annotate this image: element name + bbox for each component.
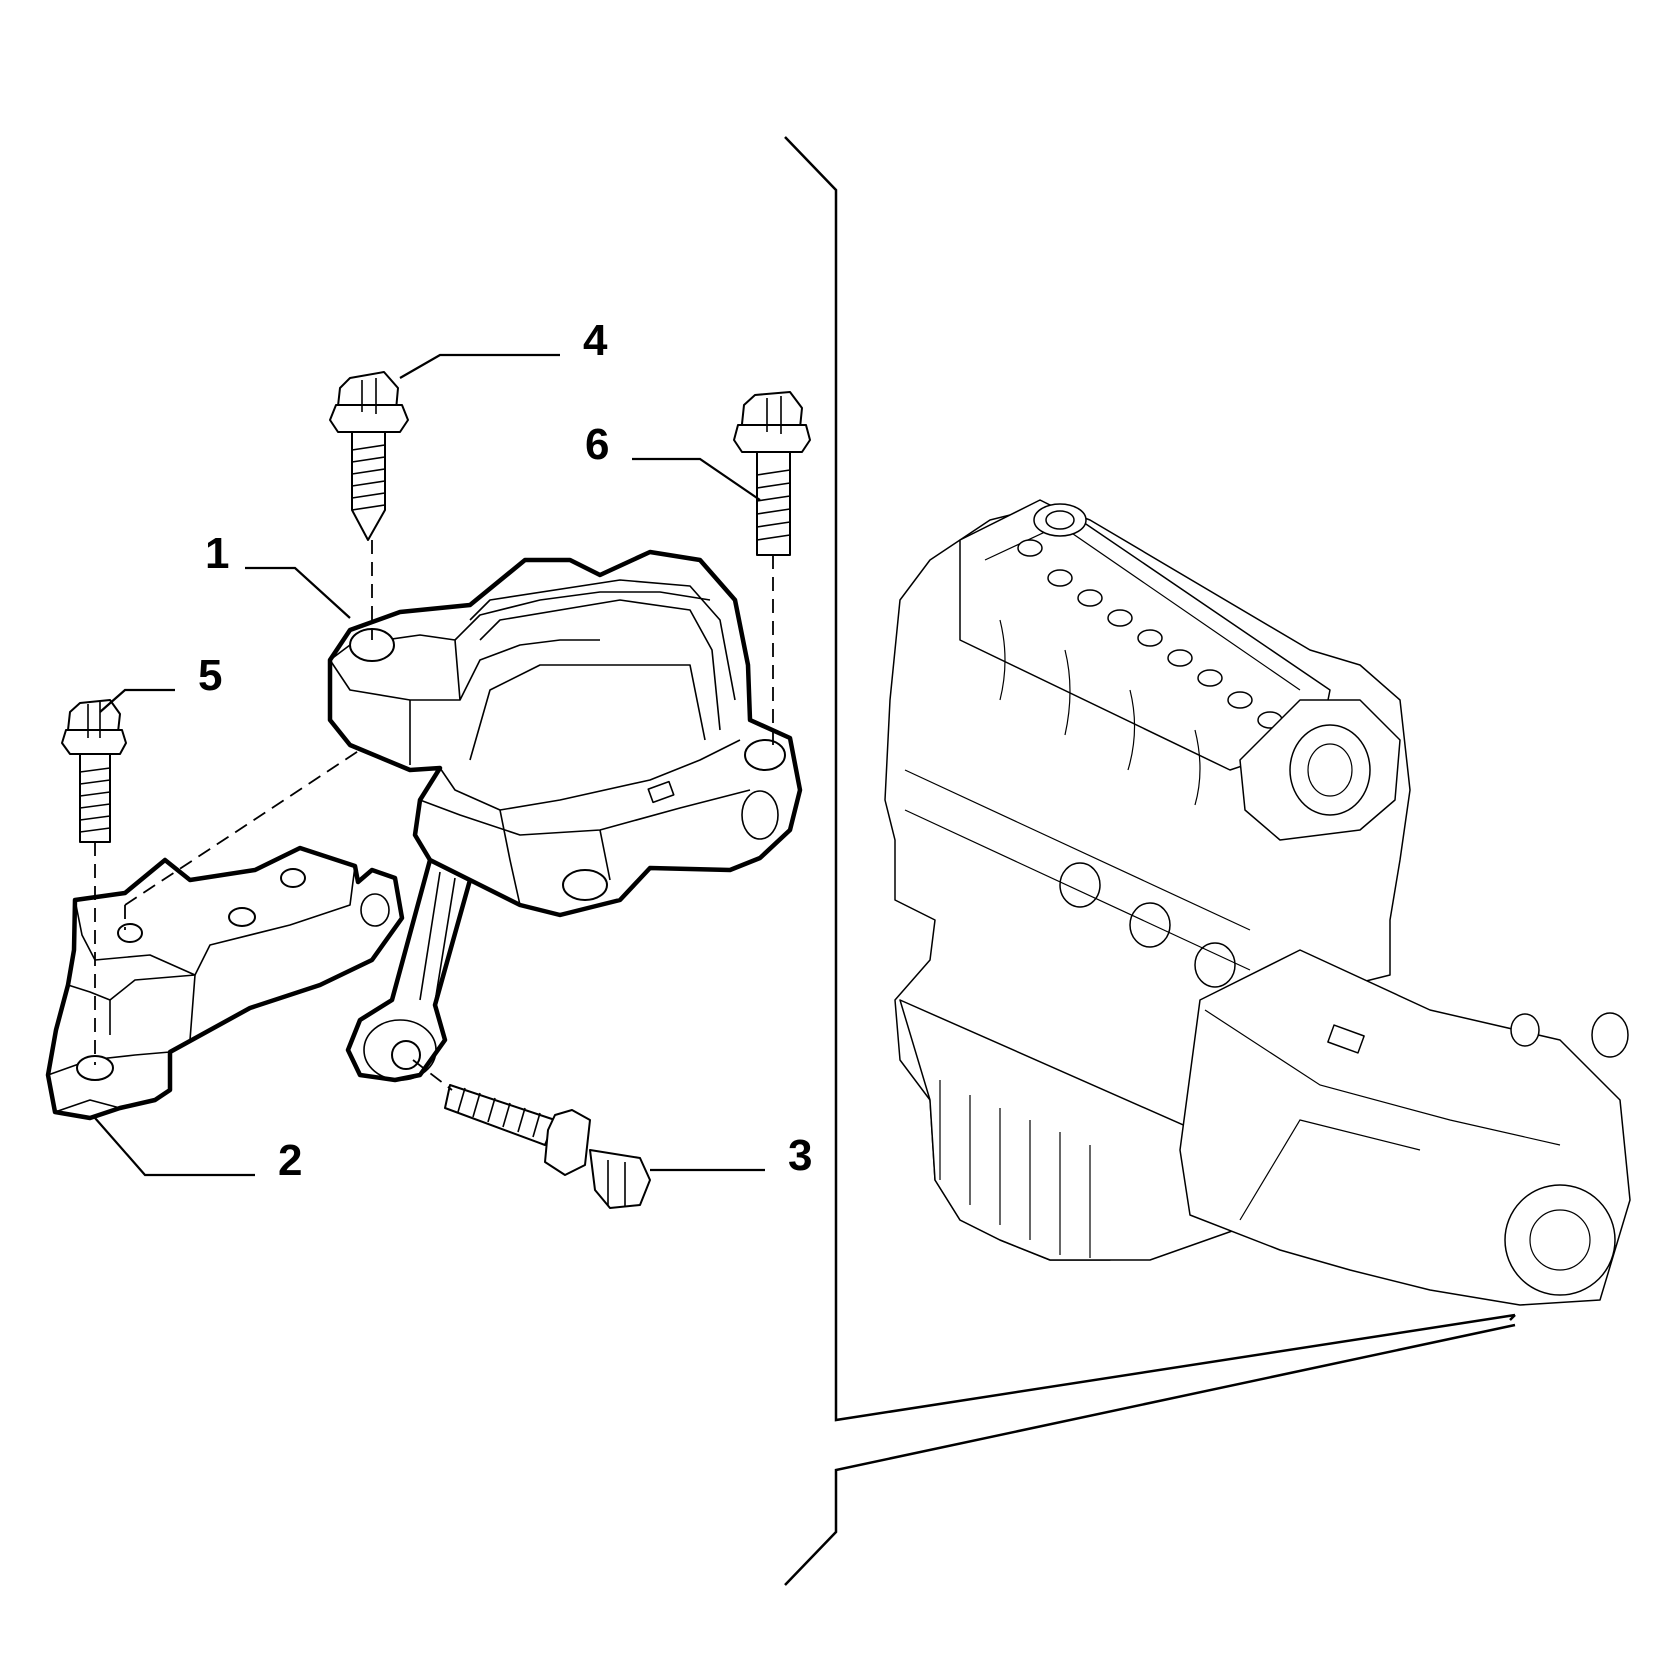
- leader-1: [245, 566, 351, 619]
- callout-numbers: 1 2 3 4 5 6: [198, 316, 812, 1185]
- callout-2: 2: [278, 1136, 302, 1185]
- bolt-part-5: [61, 699, 127, 843]
- leader-lines: [94, 353, 765, 1177]
- leader-4: [399, 353, 560, 379]
- callout-3: 3: [788, 1131, 812, 1180]
- mounting-bracket-part-2: [45, 845, 405, 1121]
- leader-2: [94, 1117, 255, 1177]
- leader-6: [632, 457, 761, 501]
- bolt-part-3: [444, 1084, 651, 1209]
- engine-mount-part-1: [327, 549, 803, 1083]
- bolt-part-4: [329, 371, 409, 541]
- callout-1: 1: [205, 529, 229, 578]
- bolt-part-6: [733, 391, 811, 556]
- assembly-axis-lines: [94, 540, 774, 1091]
- callout-4: 4: [583, 316, 608, 365]
- engine-assembly: [884, 499, 1631, 1306]
- detail-view-bracket: [784, 136, 1516, 1586]
- callout-5: 5: [198, 651, 222, 700]
- leader-5: [99, 688, 175, 713]
- callout-6: 6: [585, 420, 609, 469]
